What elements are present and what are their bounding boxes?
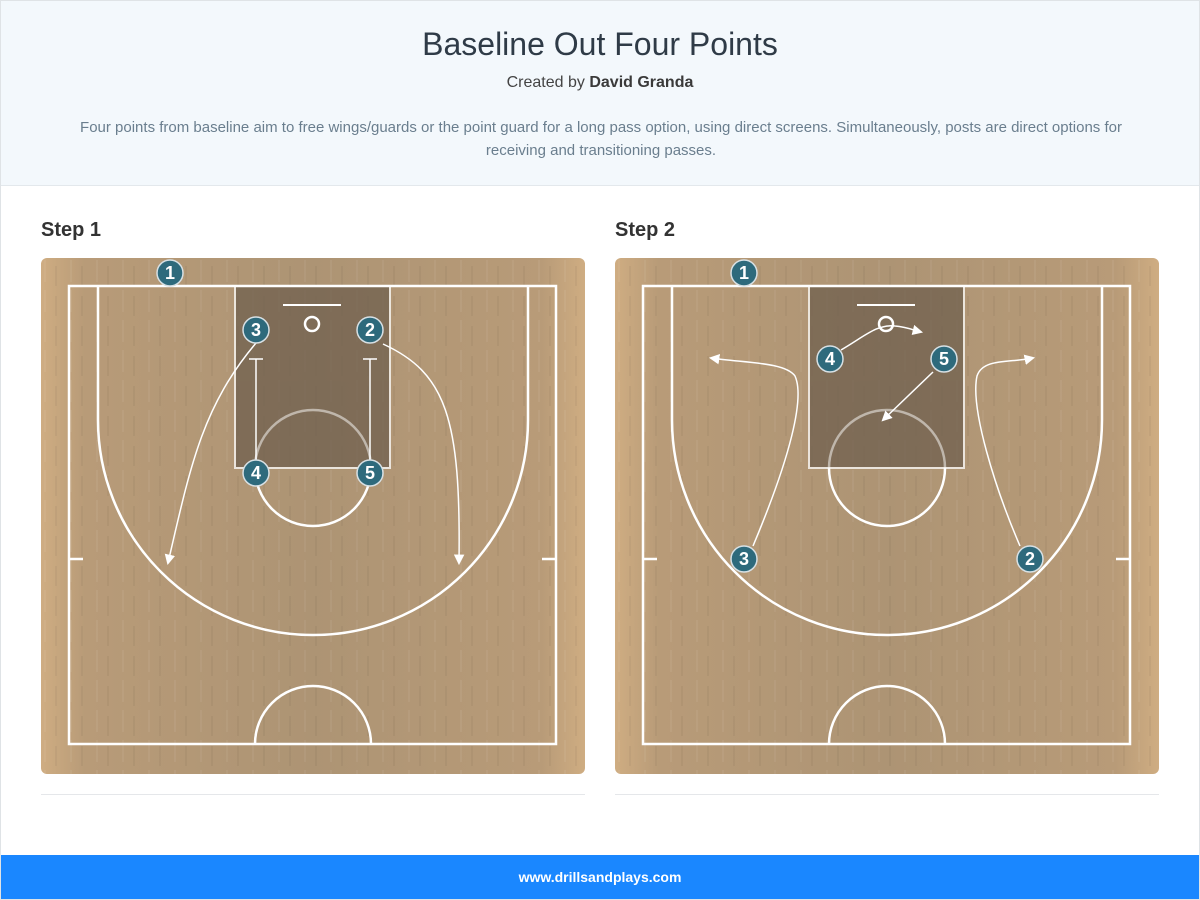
step-1-divider <box>41 794 585 795</box>
play-header: Baseline Out Four Points Created by Davi… <box>1 1 1199 186</box>
player-4: 4 <box>242 459 270 487</box>
player-3: 3 <box>242 316 270 344</box>
footer-link[interactable]: www.drillsandplays.com <box>518 869 682 885</box>
player-2: 2 <box>356 316 384 344</box>
step-1-title: Step 1 <box>41 219 102 241</box>
step-1-court-diagram: 1 3 2 4 5 <box>41 258 585 774</box>
step-1-court: 1 3 2 4 5 <box>41 258 585 774</box>
player-label: 2 <box>365 320 375 340</box>
player-2: 2 <box>1016 545 1044 573</box>
step-2-court-diagram: 1 4 5 3 2 <box>615 258 1159 774</box>
player-3: 3 <box>730 545 758 573</box>
player-label: 4 <box>251 463 261 483</box>
author-name: David Granda <box>589 74 694 91</box>
player-label: 3 <box>251 320 261 340</box>
created-by-label: Created by <box>506 74 585 91</box>
page-title: Baseline Out Four Points <box>422 26 778 62</box>
player-label: 1 <box>739 263 749 283</box>
play-description: Four points from baseline aim to free wi… <box>80 119 1122 159</box>
step-2-divider <box>615 794 1159 795</box>
footer-bar: www.drillsandplays.com <box>1 855 1199 899</box>
player-label: 3 <box>739 549 749 569</box>
author-line: Created by David Granda <box>1 74 1199 92</box>
player-label: 4 <box>825 349 835 369</box>
player-1: 1 <box>730 259 758 287</box>
player-4: 4 <box>816 345 844 373</box>
player-label: 5 <box>365 463 375 483</box>
player-label: 1 <box>165 263 175 283</box>
player-5: 5 <box>930 345 958 373</box>
player-label: 5 <box>939 349 949 369</box>
step-2-title: Step 2 <box>615 219 676 241</box>
player-label: 2 <box>1025 549 1035 569</box>
player-1: 1 <box>156 259 184 287</box>
player-5: 5 <box>356 459 384 487</box>
step-2-court: 1 4 5 3 2 <box>615 258 1159 774</box>
